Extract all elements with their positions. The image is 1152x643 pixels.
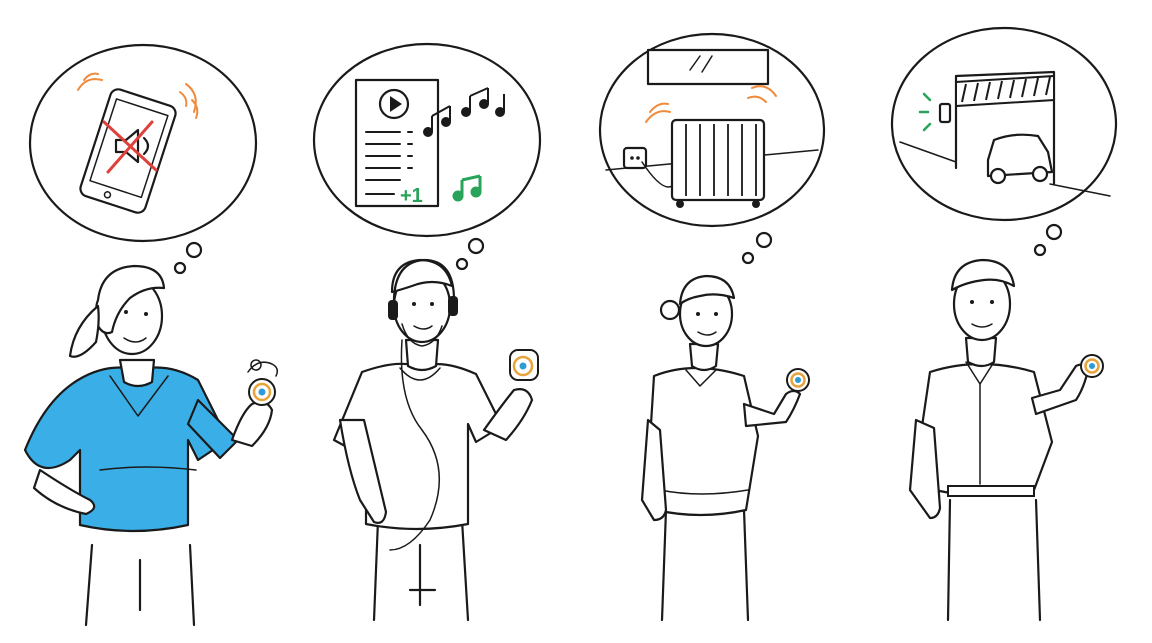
heat-waves-icon bbox=[645, 85, 777, 123]
person-woman-blue bbox=[23, 264, 279, 627]
thought-dot-small bbox=[1033, 243, 1047, 257]
remote-button-device bbox=[786, 368, 810, 392]
thought-dot-large bbox=[467, 237, 485, 255]
thought-dot-small bbox=[741, 251, 755, 265]
blue-shirt bbox=[23, 366, 230, 533]
headphones-icon bbox=[392, 258, 456, 310]
vibration-icon bbox=[77, 72, 199, 119]
person-man-headphones bbox=[332, 258, 539, 622]
window-frame bbox=[646, 48, 770, 86]
speaker-muted-icon bbox=[102, 120, 158, 174]
wall-socket-icon bbox=[622, 146, 673, 188]
panel-music-playlist: +1 bbox=[312, 42, 542, 271]
legs bbox=[84, 543, 196, 627]
car-icon bbox=[986, 133, 1054, 185]
thought-dot-large bbox=[185, 241, 203, 259]
signal-light-icon bbox=[918, 92, 952, 132]
music-notes-icon bbox=[423, 87, 505, 137]
thought-dot-small bbox=[455, 257, 469, 271]
button-shirt bbox=[918, 362, 1054, 497]
garage-icon bbox=[899, 70, 1111, 197]
blue-sleeve bbox=[186, 398, 240, 460]
person-man-shirt bbox=[908, 258, 1104, 622]
radiator-icon bbox=[670, 118, 766, 208]
person-older-woman bbox=[640, 274, 810, 622]
hair bbox=[950, 258, 1016, 292]
panel-heater bbox=[598, 32, 826, 265]
green-note-icon bbox=[452, 174, 482, 202]
panel-garage bbox=[890, 26, 1118, 257]
playlist-plus-badge: +1 bbox=[400, 185, 423, 207]
play-icon bbox=[378, 88, 410, 120]
thought-bubble bbox=[890, 26, 1118, 222]
thought-dot-small bbox=[173, 261, 187, 275]
sweater bbox=[648, 366, 760, 517]
remote-button-device bbox=[1080, 354, 1104, 378]
panel-phone-silent bbox=[28, 43, 258, 275]
thought-dot-large bbox=[755, 231, 773, 249]
hair-bun bbox=[678, 274, 736, 306]
remote-button-device bbox=[509, 349, 539, 381]
remote-button-device bbox=[247, 359, 279, 406]
playlist-document-icon bbox=[354, 78, 440, 208]
thought-dot-large bbox=[1045, 223, 1063, 241]
